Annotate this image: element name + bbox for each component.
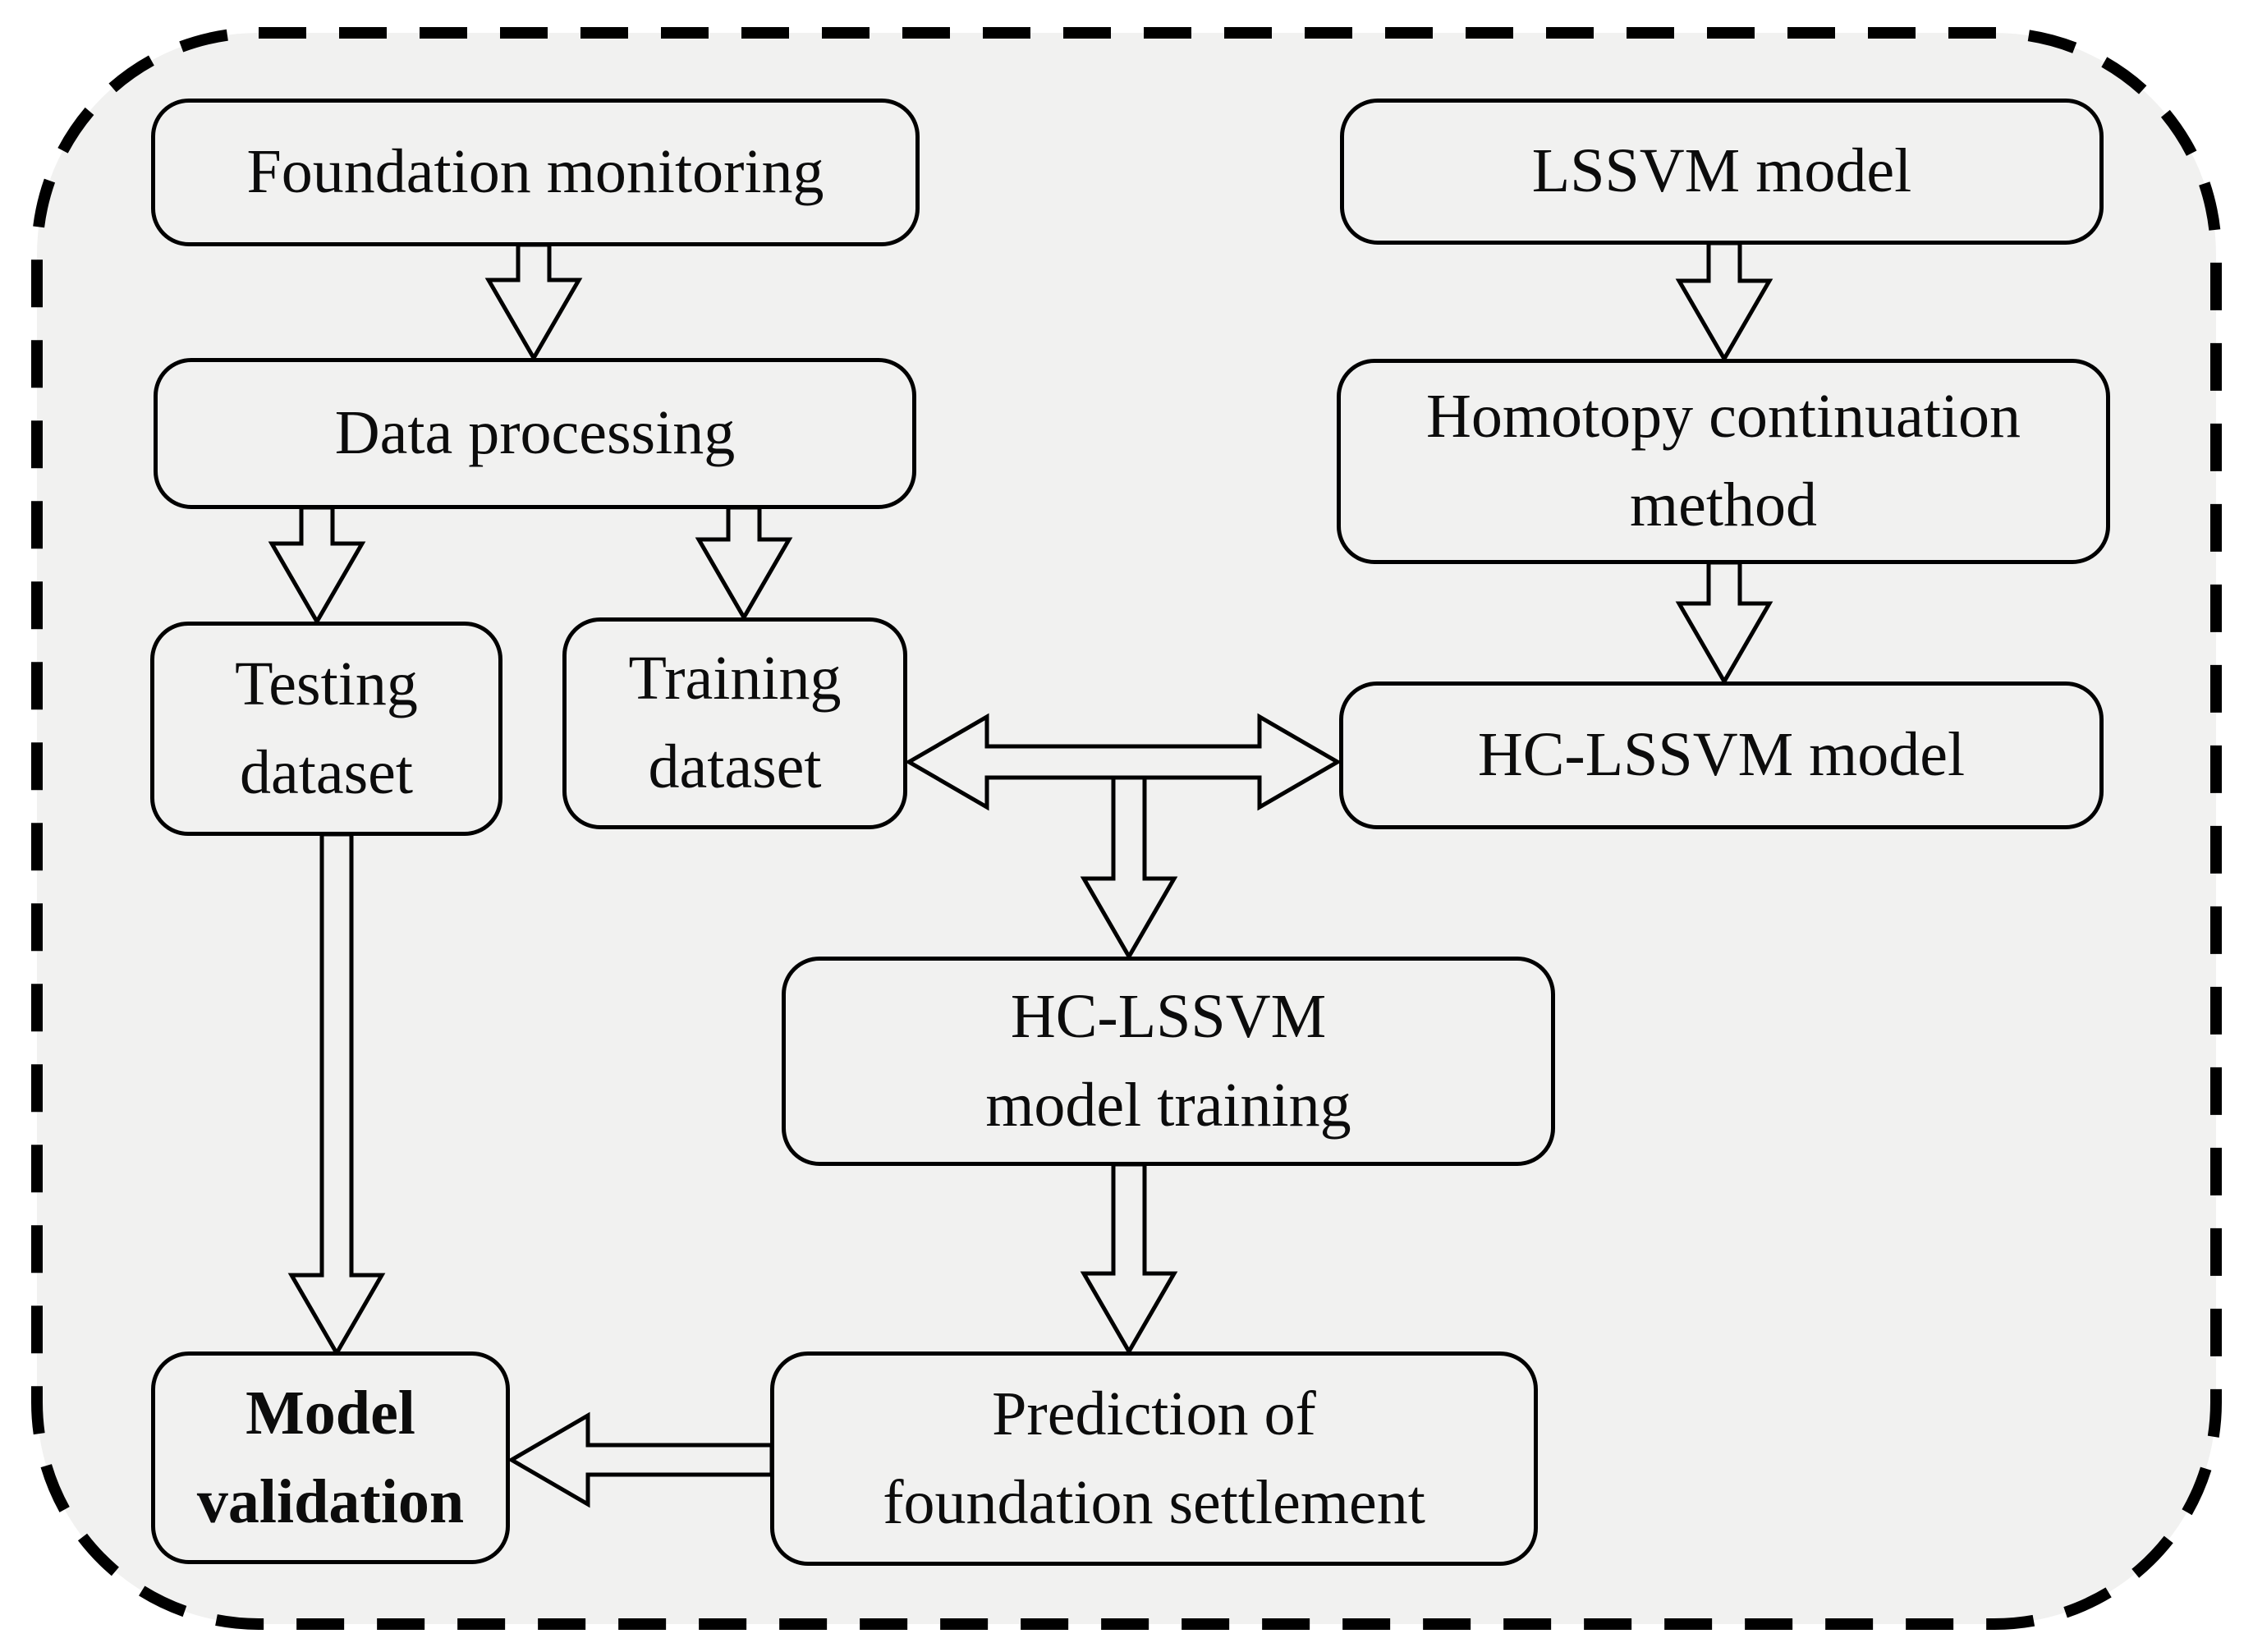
node-foundation-monitoring: Foundation monitoring xyxy=(151,99,920,246)
node-lssvm-model: LSSVM model xyxy=(1340,99,2104,245)
node-label: Model xyxy=(245,1378,415,1448)
node-label: Foundation monitoring xyxy=(246,137,824,207)
node-hc-lssvm-model: HC-LSSVM model xyxy=(1339,681,2104,829)
node-label: Data processing xyxy=(334,398,736,468)
node-hc-lssvm-model-training: HC-LSSVM model training xyxy=(782,957,1555,1166)
node-model-validation: Model validation xyxy=(151,1351,510,1564)
node-label: model training xyxy=(985,1070,1351,1140)
arrow-link-to-hctraining xyxy=(1080,775,1178,961)
arrow-training-hcmodel-bidirectional xyxy=(905,713,1342,811)
node-label: validation xyxy=(196,1466,465,1536)
arrow-dataprocessing-to-training xyxy=(695,505,793,622)
node-label: Training xyxy=(628,644,842,714)
arrow-lssvm-to-homotopy xyxy=(1675,241,1773,363)
node-testing-dataset: Testing dataset xyxy=(150,622,502,836)
arrow-foundation-to-dataprocessing xyxy=(484,242,583,362)
arrow-dataprocessing-to-testing xyxy=(268,505,366,626)
node-label: dataset xyxy=(239,737,413,807)
node-label: Testing xyxy=(235,649,418,718)
node-label: Prediction of xyxy=(992,1379,1316,1448)
node-data-processing: Data processing xyxy=(154,358,916,509)
node-label: Homotopy continuation xyxy=(1425,382,2021,452)
node-homotopy-continuation-method: Homotopy continuation method xyxy=(1337,359,2110,564)
node-label: foundation settlement xyxy=(883,1467,1425,1537)
node-prediction-of-foundation-settlement: Prediction of foundation settlement xyxy=(770,1351,1538,1566)
arrow-testing-to-validation xyxy=(287,832,386,1357)
arrow-hctraining-to-prediction xyxy=(1080,1162,1178,1356)
node-label: HC-LSSVM xyxy=(1010,981,1327,1051)
node-training-dataset: Training dataset xyxy=(562,617,907,829)
node-label: method xyxy=(1630,470,1817,539)
node-label: LSSVM model xyxy=(1531,136,1912,206)
node-label: HC-LSSVM model xyxy=(1477,720,1966,790)
node-label: dataset xyxy=(648,732,822,801)
arrow-homotopy-to-hcmodel xyxy=(1675,560,1773,686)
